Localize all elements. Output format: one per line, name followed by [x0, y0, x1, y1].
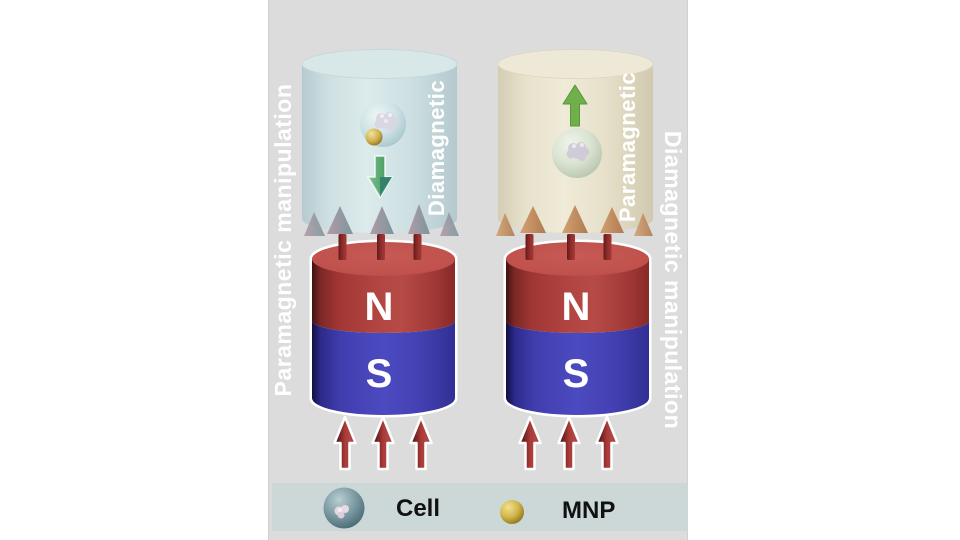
cell-nucleus-icon [374, 112, 399, 131]
diamagnetic-cuvette [301, 49, 458, 233]
field-arrow-icon [333, 415, 357, 471]
magnet-right [503, 234, 652, 418]
magnet-south-label: S [562, 352, 590, 396]
magnet-peg-icon [525, 234, 534, 260]
field-cones-right [496, 205, 653, 236]
cuvette-body [302, 64, 457, 233]
mnp-legend-icon [500, 500, 524, 524]
magnet-peg-icon [603, 234, 612, 260]
field-arrow-icon [371, 415, 395, 471]
medium-label-diamagnetic: Diamagnetic [424, 79, 449, 217]
mnp-sphere-icon [365, 128, 383, 146]
side-label-left: Paramagnetic manipulation [270, 83, 296, 397]
field-cone-icon [562, 205, 588, 233]
field-arrow-icon [409, 415, 433, 471]
field-cone-icon [600, 207, 624, 233]
field-arrow-icon [518, 415, 542, 471]
arrow-down-icon [367, 155, 393, 198]
cuvette-top-face [301, 49, 458, 79]
magnet-north-face [506, 242, 649, 276]
magnet-south-body [312, 321, 455, 415]
magnet-north-label: N [364, 285, 394, 329]
field-cone-icon [634, 213, 653, 236]
magnet-north-label: N [561, 285, 591, 329]
field-cone-icon [370, 206, 394, 234]
magnet-north-body [312, 259, 455, 333]
field-cones-left [304, 204, 459, 236]
medium-label-paramagnetic: Paramagnetic [615, 71, 640, 223]
legend-cell-label: Cell [396, 495, 441, 522]
field-cone-icon [304, 212, 325, 236]
field-cone-icon [496, 213, 515, 236]
field-arrow-icon [557, 415, 581, 471]
cell-nucleus-icon [566, 142, 590, 161]
magnet-left [309, 234, 458, 418]
magnet-north-body [506, 259, 649, 333]
cell-legend-icon [323, 487, 365, 529]
magnet-peg-icon [413, 234, 422, 260]
field-cone-icon [520, 206, 546, 233]
figure-scene [272, 49, 688, 531]
cell-with-mnp-icon [360, 101, 406, 147]
magnet-south-body [506, 321, 649, 415]
magnet-peg-icon [377, 234, 385, 260]
field-arrow-icon [595, 415, 619, 471]
field-cone-icon [327, 206, 353, 234]
field-arrows [333, 415, 619, 471]
field-cone-icon [440, 212, 459, 236]
magnet-peg-icon [567, 234, 575, 260]
side-label-right: Diamagnetic manipulation [660, 130, 686, 430]
magnet-south-label: S [365, 352, 393, 396]
arrow-up-icon [562, 84, 588, 127]
cuvette-top-face [497, 49, 654, 79]
cell-icon [552, 128, 602, 178]
magnet-peg-icon [338, 234, 347, 260]
figure-panel: Paramagnetic manipulation Diamagnetic ma… [268, 0, 688, 540]
field-cone-icon [408, 204, 430, 234]
legend-mnp-label: MNP [562, 497, 616, 524]
